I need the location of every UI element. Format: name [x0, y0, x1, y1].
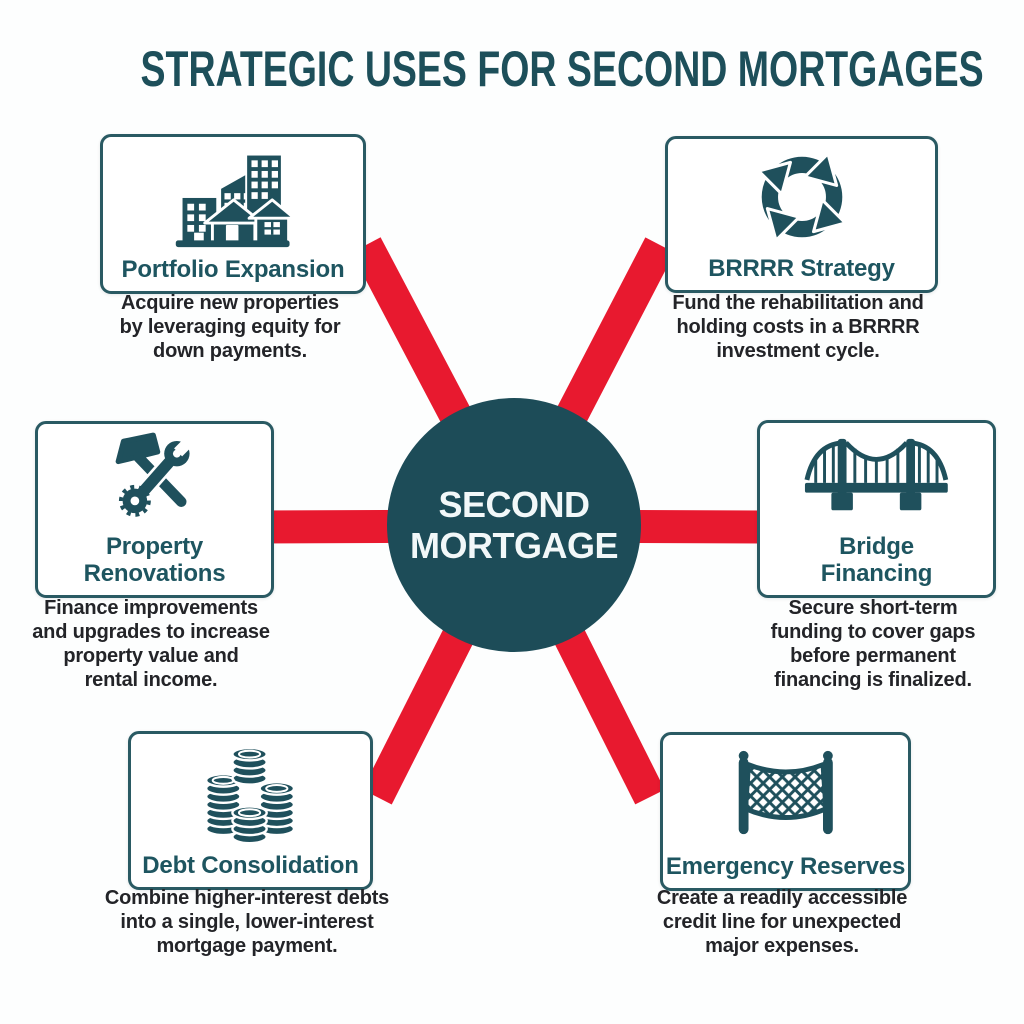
card-brrrr-strategy: BRRRR Strategy [665, 136, 938, 293]
card-emergency-reserves: Emergency Reserves [660, 732, 911, 891]
card-title: Emergency Reserves [665, 853, 906, 880]
card-title: BRRRR Strategy [708, 255, 895, 282]
card-description: Acquire new properties by leveraging equ… [119, 292, 341, 362]
page-title-text: STRATEGIC USES FOR SECOND MORTGAGES [140, 41, 984, 97]
central-hub: SECOND MORTGAGE [387, 398, 641, 652]
card-description: Create a readily accessible credit line … [656, 887, 908, 957]
card-title: Portfolio Expansion [121, 256, 345, 283]
hub-label: SECOND MORTGAGE [410, 484, 619, 566]
card-bridge-financing: Bridge Financing [757, 420, 996, 598]
buildings-icon [103, 137, 363, 256]
card-title: Debt Consolidation [142, 852, 359, 879]
card-title: Property Renovations [83, 533, 226, 587]
card-description: Fund the rehabilitation and holding cost… [672, 292, 924, 362]
card-property-renovations: Property Renovations [35, 421, 274, 598]
card-description: Secure short-term funding to cover gaps … [770, 597, 976, 691]
card-description: Finance improvements and upgrades to inc… [32, 597, 270, 691]
card-portfolio-expansion: Portfolio Expansion [100, 134, 366, 294]
cycle-arrows-icon [668, 139, 935, 255]
bridge-icon [760, 423, 993, 533]
coins-icon [131, 734, 370, 852]
card-description: Combine higher-interest debts into a sin… [104, 887, 390, 957]
card-debt-consolidation: Debt Consolidation [128, 731, 373, 890]
page-title: STRATEGIC USES FOR SECOND MORTGAGES [0, 40, 1024, 98]
safety-net-icon [663, 735, 908, 853]
hammer-wrench-icon [38, 424, 271, 533]
card-title: Bridge Financing [820, 533, 933, 587]
